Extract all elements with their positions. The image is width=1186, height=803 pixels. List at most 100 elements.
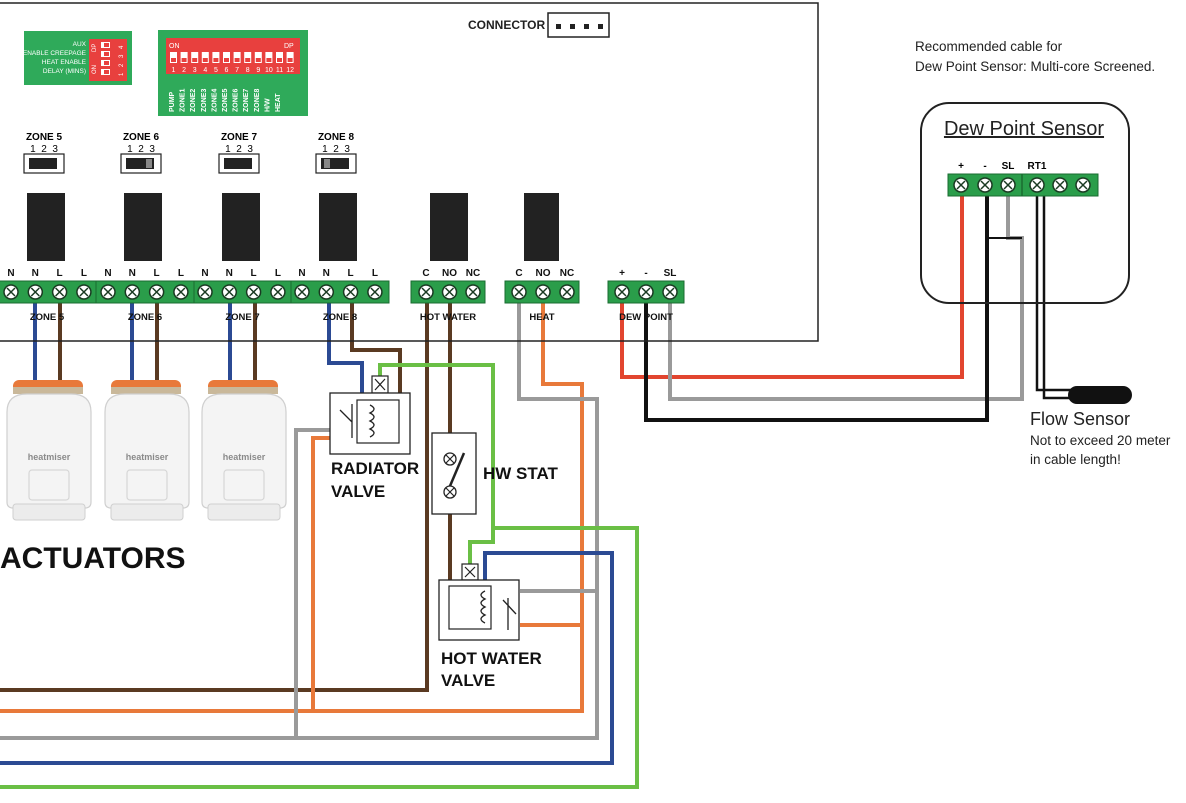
dip-large-number: 3 [193,67,197,74]
terminal-pin-label: N [104,268,111,279]
terminal-pin-label: NC [560,268,574,279]
actuator: heatmiser [201,380,287,521]
terminal-pin-label: C [422,268,429,279]
dip-large-number: 12 [286,67,294,74]
terminal-pin-label: N [7,268,14,279]
terminal-pin-label: C [515,268,522,279]
terminal-group-label: DEW POINT [619,312,673,323]
dip-large-label: ZONE6 [233,89,240,112]
zone-switch-6[interactable]: ZONE 6 1 2 3 [120,132,162,174]
dip-large-switch-knob [255,58,261,62]
zone-switch-label: ZONE 6 [123,132,160,143]
dip-large-number: 11 [276,67,283,74]
dew-point-sensor: Dew Point Sensor + - SL RT1 [920,102,1130,304]
hot-water-valve-line2: VALVE [441,671,495,690]
wire-zone8-blue [327,292,364,400]
radiator-valve-line1: RADIATOR [331,459,419,478]
actuator: heatmiser [6,380,92,521]
zone-switches: ZONE 5 1 2 3 ZONE 6 1 2 3 ZONE 7 1 2 3 Z… [23,132,357,174]
dip-large-switch-knob [287,58,293,62]
terminal-group-label: HEAT [529,312,554,323]
dew-pin-label: SL [1002,161,1015,172]
dip-large-switch[interactable] [191,52,199,63]
radiator-valve: RADIATOR VALVE [329,375,419,501]
terminal-pin-label: NC [466,268,480,279]
dip-large-switch[interactable] [276,52,283,63]
zone-switch-positions: 1 2 3 [322,144,350,155]
flow-sensor-note2: in cable length! [1030,452,1121,467]
wire-brown-loop [0,292,429,692]
connector-pin [570,24,575,29]
dew-pin-label: - [983,161,986,172]
relay-zone6 [124,193,162,261]
dip-large-label: PUMP [169,91,176,112]
dip-large-switch[interactable] [180,52,188,63]
dip-small-on: ON [92,65,98,74]
hot-water-valve: HOT WATER VALVE [438,563,542,690]
dip-small-row: ENABLE CREEPAGE [23,50,87,57]
dip-large-switch[interactable] [201,52,209,63]
terminal-group-label: ZONE 8 [323,312,357,323]
terminal-pin-label: N [323,268,330,279]
dip-large-switch-knob [234,58,240,62]
dip-large-switch[interactable] [265,52,273,63]
dip-large-number: 6 [225,67,229,74]
dip-large-switch[interactable] [223,52,230,63]
dew-pin-label: + [958,161,964,172]
radiator-valve-line2: VALVE [331,482,385,501]
dip-large-number: 7 [235,67,239,74]
dip-large-label: ZONE4 [211,89,218,112]
dip-large-switch[interactable] [254,52,262,63]
dip-large-dp: DP [284,43,294,50]
relay-hot-water [430,193,468,261]
wire-black-dew [644,185,989,422]
dip-large-switch[interactable] [212,52,220,63]
dip-large-switch[interactable] [286,52,294,63]
dip-small-num: 4 [119,45,125,49]
dip-large-switch-knob [181,58,187,62]
hw-stat-label: HW STAT [483,464,559,483]
terminal-pin-label: + [619,268,625,279]
dip-large-switch-knob [224,58,229,62]
zone-switch-label: ZONE 5 [26,132,63,143]
dip-large-switch[interactable] [233,52,241,63]
relay-zone8 [319,193,357,261]
actuator-brand: heatmiser [223,452,266,462]
controller-board [0,2,819,342]
terminal-pin-label: L [57,268,63,279]
dip-large-number: 2 [182,67,186,74]
connector-pin [584,24,589,29]
wire-red-dew [620,185,964,379]
terminal-pin-label: L [81,268,87,279]
dip-small-num: 1 [119,72,125,76]
wire-flow-sensor [1035,185,1072,400]
dip-large-switch[interactable] [170,52,177,63]
zone-switch-8[interactable]: ZONE 8 1 2 3 [315,132,357,174]
dip-large-switch[interactable] [244,52,252,63]
dip-large-switch-knob [245,58,251,62]
zone-switch-5[interactable]: ZONE 5 1 2 3 [23,132,65,174]
relay-heat [524,193,559,261]
zone-switch-positions: 1 2 3 [225,144,253,155]
wire-zone8-brown [350,292,402,400]
dip-large-switch-knob [192,58,198,62]
terminal-pin-label: - [644,268,647,279]
zone-switch-7[interactable]: ZONE 7 1 2 3 [218,132,260,174]
relay-zone5 [27,193,65,261]
dip-large-number: 4 [203,67,207,74]
zone-switch-label: ZONE 7 [221,132,258,143]
dip-large-label: H/W [264,98,271,112]
dip-small-row: AUX [73,41,87,48]
flow-sensor-title: Flow Sensor [1030,409,1130,429]
dip-large-label: ZONE7 [243,89,250,112]
dip-large-label: HEAT [275,93,282,112]
